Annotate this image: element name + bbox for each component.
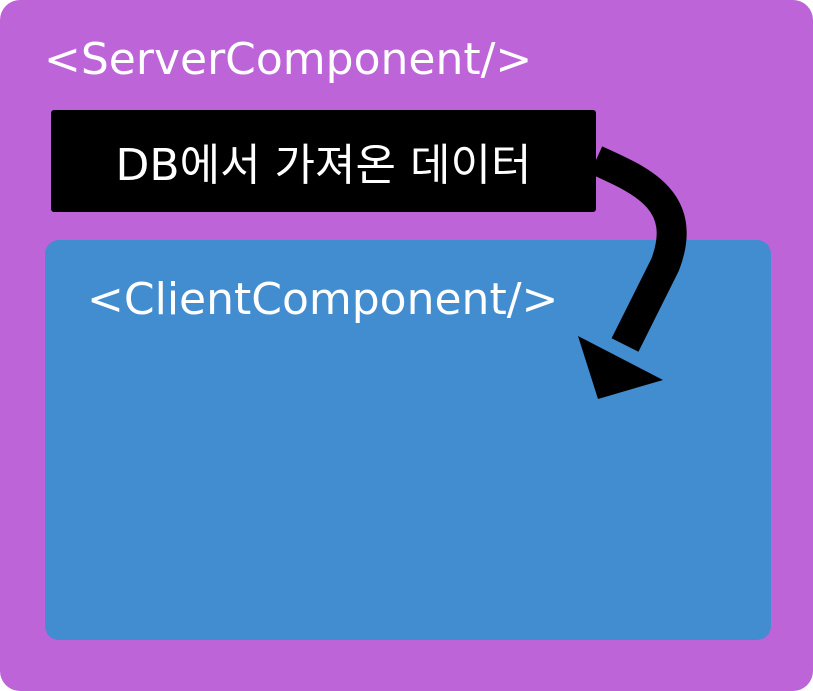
db-data-label: DB에서 가져온 데이터 (115, 140, 532, 191)
db-data-box: DB에서 가져온 데이터 (51, 110, 596, 212)
client-component-box: <ClientComponent/> (45, 240, 771, 640)
client-component-label: <ClientComponent/> (87, 274, 559, 325)
server-component-label: <ServerComponent/> (44, 34, 533, 85)
